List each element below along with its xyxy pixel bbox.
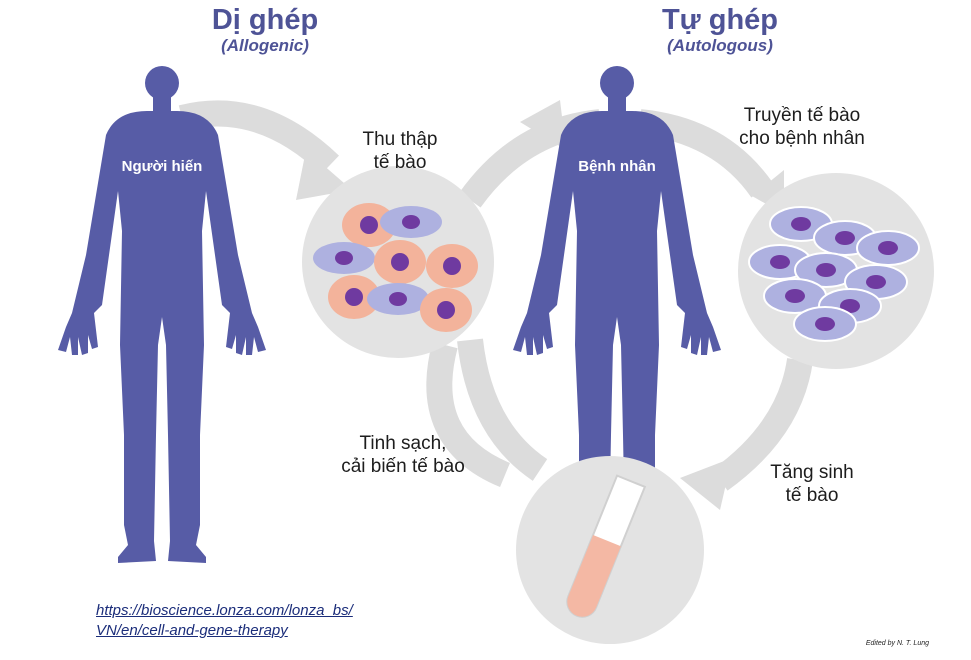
test-tube-icon xyxy=(566,474,647,618)
donor-figure xyxy=(58,66,266,563)
nucleus xyxy=(360,216,378,234)
nucleus xyxy=(389,292,407,306)
arrow-head-top xyxy=(520,100,566,150)
allogenic-title: Dị ghép xyxy=(211,4,319,36)
nucleus xyxy=(402,215,420,229)
step-modify-label: Tinh sạch, cải biến tế bào xyxy=(318,432,488,478)
mixed-cells xyxy=(313,203,478,332)
arrow-body-to-collect xyxy=(178,100,339,175)
autologous-title-group: Tự ghép (Autologous) xyxy=(630,4,810,56)
patient-label: Bệnh nhân xyxy=(578,158,656,175)
source-link-line2[interactable]: VN/en/cell-and-gene-therapy xyxy=(96,622,288,639)
arrow-collect-to-modify xyxy=(426,341,511,488)
nucleus xyxy=(866,275,886,289)
nucleus xyxy=(840,299,860,313)
nucleus xyxy=(835,231,855,245)
step-collect-label: Thu thập tế bào xyxy=(330,128,470,174)
credit-text: Edited by N. T. Lung xyxy=(865,640,929,647)
source-link-line1[interactable]: https://bioscience.lonza.com/lonza_bs/ xyxy=(96,602,353,619)
step-collect-line2: tế bào xyxy=(373,152,427,173)
nucleus xyxy=(785,289,805,303)
step-modify-line1: Tinh sạch, xyxy=(359,433,447,454)
source-link[interactable]: https://bioscience.lonza.com/lonza_bs/ V… xyxy=(96,601,353,641)
nucleus xyxy=(878,241,898,255)
allogenic-title-group: Dị ghép (Allogenic) xyxy=(175,4,355,56)
arrow-head-expand xyxy=(680,458,732,510)
nucleus xyxy=(443,257,461,275)
nucleus xyxy=(791,217,811,231)
nucleus xyxy=(437,301,455,319)
nucleus xyxy=(815,317,835,331)
arrow-to-expand xyxy=(712,357,813,491)
nucleus xyxy=(816,263,836,277)
arrow-left-lower xyxy=(457,338,548,481)
nucleus xyxy=(335,251,353,265)
expanded-cells xyxy=(748,206,920,342)
donor-label: Người hiến xyxy=(121,158,203,175)
autologous-title: Tự ghép xyxy=(661,4,779,36)
step-expand-line2: tế bào xyxy=(785,485,839,506)
step-modify-line2: cải biến tế bào xyxy=(341,456,465,477)
nucleus xyxy=(770,255,790,269)
step-infuse-line2: cho bệnh nhân xyxy=(739,128,865,149)
nucleus xyxy=(391,253,409,271)
allogenic-flow-arrow xyxy=(178,100,511,488)
autologous-subtitle: (Autologous) xyxy=(667,36,773,55)
step-expand-line1: Tăng sinh xyxy=(770,462,854,483)
step-expand-label: Tăng sinh tế bào xyxy=(752,461,872,507)
nucleus xyxy=(345,288,363,306)
step-collect-line1: Thu thập xyxy=(362,129,438,150)
allogenic-subtitle: (Allogenic) xyxy=(221,36,309,55)
step-infuse-label: Truyền tế bào cho bệnh nhân xyxy=(722,104,882,150)
step-infuse-line1: Truyền tế bào xyxy=(743,105,861,126)
